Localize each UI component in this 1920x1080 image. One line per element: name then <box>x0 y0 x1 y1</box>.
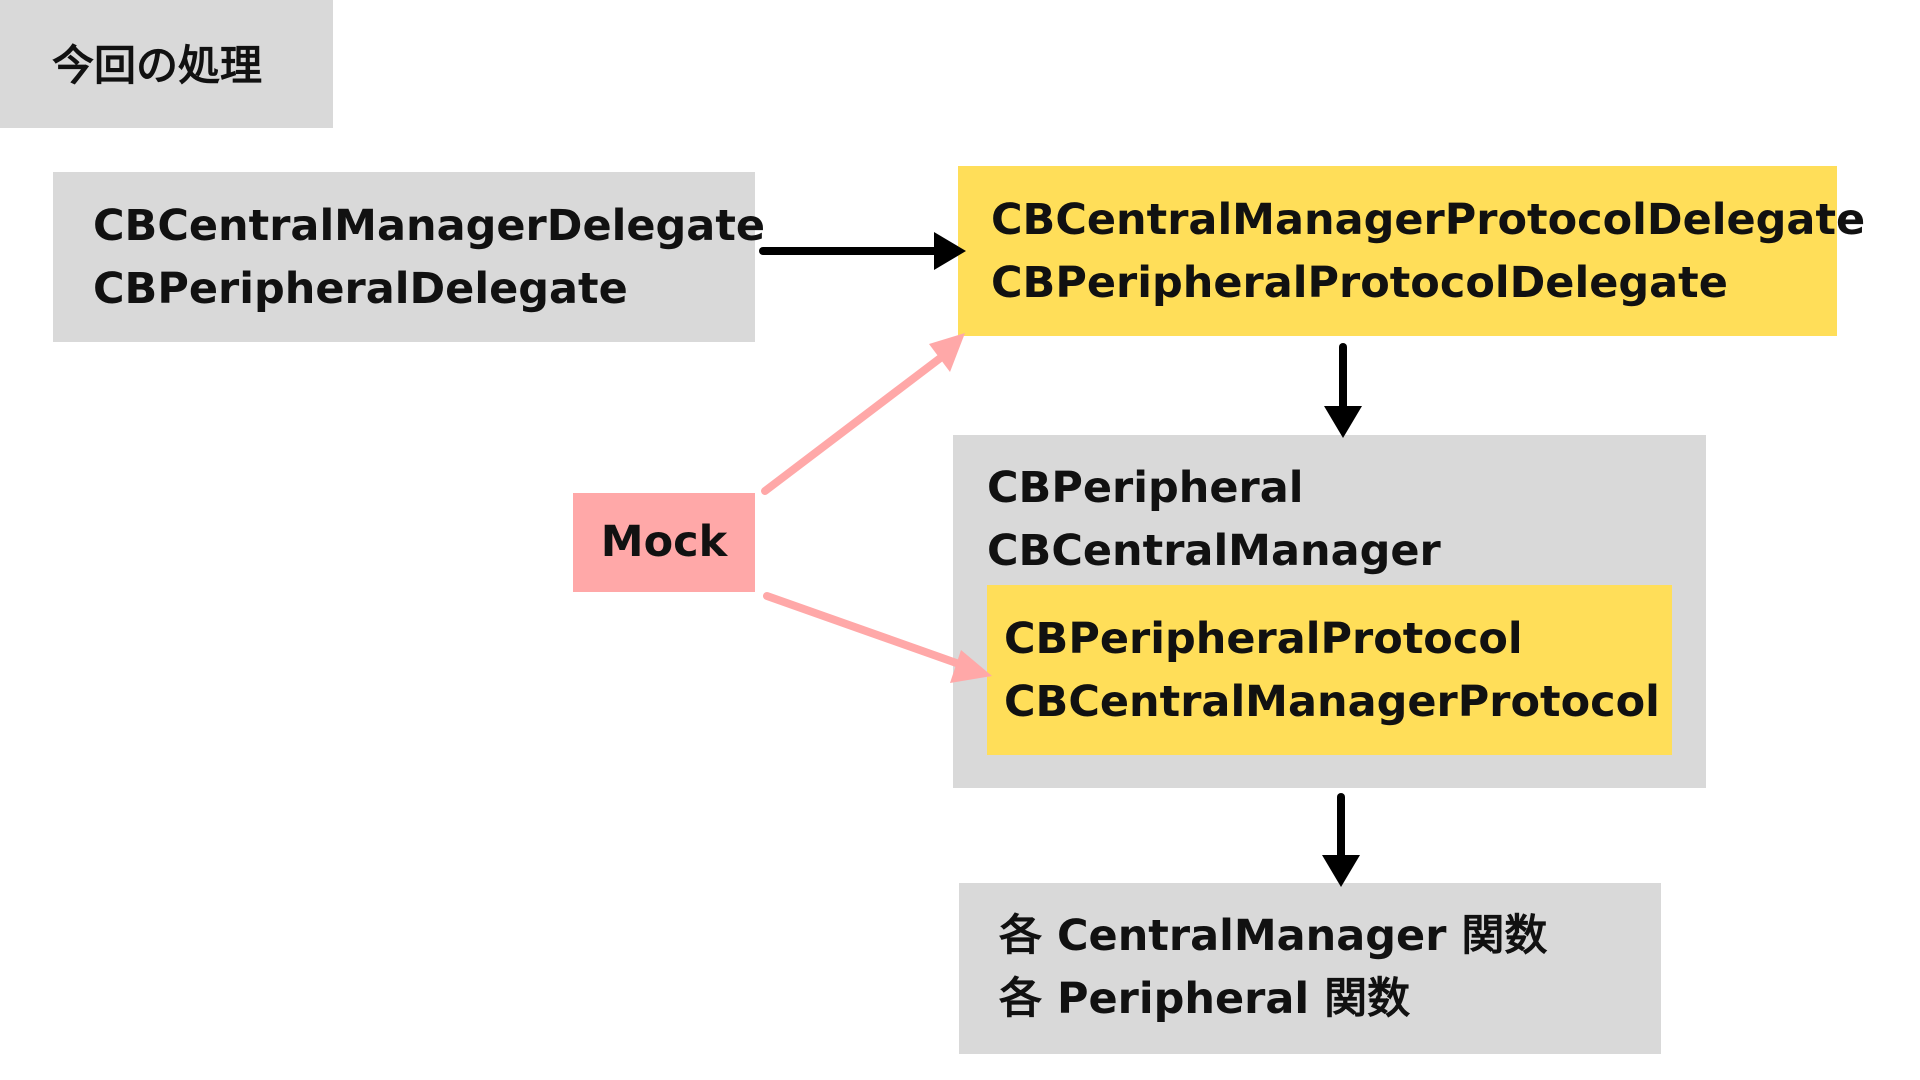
protocol-box: CBPeripheralProtocol CBCentralManagerPro… <box>987 585 1672 755</box>
protocol-delegate-box: CBCentralManagerProtocolDelegate CBPerip… <box>958 166 1866 336</box>
functions-line-peripheral: 各 Peripheral 関数 <box>999 974 1411 1024</box>
core-line-peripheral: CBPeripheral <box>987 463 1304 513</box>
functions-box: 各 CentralManager 関数 各 Peripheral 関数 <box>959 883 1661 1054</box>
arrow-protocol-delegate-to-core <box>1324 343 1362 438</box>
delegate-line-central: CBCentralManagerDelegate <box>93 201 766 251</box>
protocol-delegate-line-central: CBCentralManagerProtocolDelegate <box>991 195 1866 245</box>
core-line-central-manager: CBCentralManager <box>987 526 1441 576</box>
title-box: 今回の処理 <box>0 0 333 128</box>
protocol-line-peripheral: CBPeripheralProtocol <box>1004 614 1523 664</box>
delegate-box: CBCentralManagerDelegate CBPeripheralDel… <box>53 172 766 342</box>
mock-label: Mock <box>600 517 728 567</box>
page-title: 今回の処理 <box>52 41 263 90</box>
arrow-mock-to-protocol-delegate <box>761 333 965 495</box>
mock-box: Mock <box>573 493 755 592</box>
functions-line-central-manager: 各 CentralManager 関数 <box>999 911 1548 961</box>
protocol-delegate-line-peripheral: CBPeripheralProtocolDelegate <box>991 258 1728 308</box>
arrow-delegate-to-protocol-delegate <box>759 232 966 270</box>
arrow-core-to-functions <box>1322 793 1360 887</box>
protocol-line-central-manager: CBCentralManagerProtocol <box>1004 677 1660 727</box>
delegate-line-peripheral: CBPeripheralDelegate <box>93 264 628 314</box>
